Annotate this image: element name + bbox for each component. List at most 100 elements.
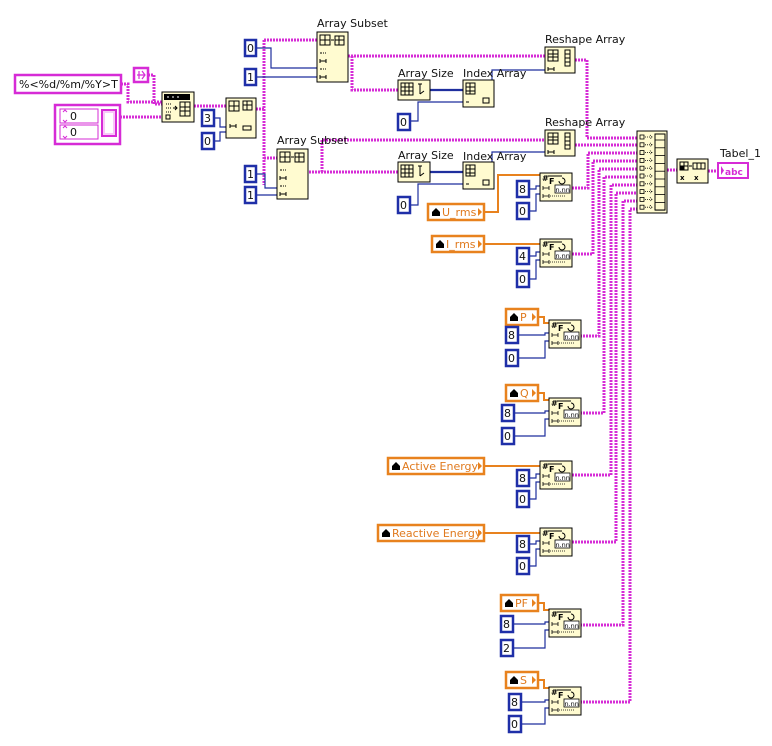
wire-subset2-index[interactable] bbox=[256, 173, 277, 189]
property-ref-active-energy[interactable]: Active Energy bbox=[386, 456, 486, 476]
wire-active-energy[interactable] bbox=[572, 183, 637, 477]
number-to-string-node[interactable]: #Fn.nn bbox=[548, 608, 582, 638]
precision-constant[interactable]: 0 bbox=[515, 489, 531, 509]
svg-text:0: 0 bbox=[504, 430, 511, 443]
precision-constant[interactable]: 2 bbox=[499, 638, 515, 658]
const-index-array-2[interactable]: 0 bbox=[396, 195, 412, 215]
build-array-input-4[interactable] bbox=[639, 157, 645, 163]
const-subset2-index[interactable]: 1 bbox=[243, 164, 258, 184]
wire-reactive-energy[interactable] bbox=[572, 191, 637, 544]
wire-subset1-index[interactable] bbox=[256, 47, 317, 69]
number-to-string-node[interactable]: #Fn.nn bbox=[539, 238, 573, 268]
index-array-main-node[interactable] bbox=[225, 97, 257, 139]
const-subset1-index[interactable]: 0 bbox=[243, 38, 258, 58]
width-constant[interactable]: 8 bbox=[500, 403, 516, 423]
format-string-constant[interactable]: %<%d/%m/%Y>T bbox=[13, 73, 123, 95]
const-subset1-length[interactable]: 1 bbox=[243, 67, 258, 87]
svg-text:8: 8 bbox=[511, 696, 518, 709]
number-to-string-node[interactable]: #Fn.nn bbox=[548, 686, 582, 716]
precision-constant[interactable]: 0 bbox=[507, 714, 523, 734]
property-ref-reactive-energy[interactable]: Reactive Energy bbox=[376, 523, 486, 543]
const-0-main[interactable]: 0 bbox=[200, 131, 216, 151]
number-to-string-node[interactable]: #Fn.nn bbox=[548, 319, 582, 349]
wire-s[interactable] bbox=[580, 207, 637, 704]
wire-urms-ref[interactable] bbox=[484, 174, 540, 213]
transpose-array-node[interactable]: x x bbox=[676, 158, 709, 184]
wire-q-ref[interactable] bbox=[538, 392, 549, 401]
wire-timestamp[interactable] bbox=[148, 73, 162, 106]
svg-text:F: F bbox=[558, 324, 563, 333]
precision-constant[interactable]: 0 bbox=[515, 556, 531, 576]
timestamp-icon[interactable] bbox=[132, 66, 150, 84]
wire-p-ref[interactable] bbox=[538, 316, 549, 324]
number-to-string-node[interactable]: #Fn.nn bbox=[548, 397, 582, 427]
width-constant[interactable]: 4 bbox=[515, 246, 531, 266]
property-ref-u-rms[interactable]: U_rms bbox=[426, 202, 486, 222]
number-to-string-node[interactable]: #Fn.nn bbox=[539, 460, 573, 490]
svg-text:x: x bbox=[694, 174, 699, 182]
index-array-1-node[interactable] bbox=[462, 79, 495, 108]
wire-reshape1-build[interactable] bbox=[575, 58, 637, 140]
build-array-node[interactable] bbox=[636, 130, 668, 214]
number-to-string-node[interactable]: #Fn.nn bbox=[539, 527, 573, 557]
wire-p[interactable] bbox=[580, 167, 637, 338]
property-ref-p[interactable]: P bbox=[504, 307, 540, 327]
wire-idx1-const[interactable] bbox=[410, 101, 463, 122]
const-subset2-length[interactable]: 1 bbox=[243, 185, 258, 205]
precision-constant[interactable]: 0 bbox=[515, 201, 531, 221]
width-constant[interactable]: 8 bbox=[507, 692, 523, 712]
wire-const-0-main[interactable] bbox=[214, 131, 228, 142]
build-array-input-8[interactable] bbox=[639, 189, 645, 195]
property-ref-i-rms[interactable]: I_rms bbox=[430, 234, 486, 254]
build-array-input-5[interactable] bbox=[639, 165, 645, 171]
build-array-input-1[interactable] bbox=[639, 134, 645, 140]
wire-irms[interactable] bbox=[572, 159, 637, 256]
property-ref-label: P bbox=[520, 311, 527, 324]
array-size-1-label: Array Size bbox=[398, 67, 454, 80]
precision-constant[interactable]: 0 bbox=[500, 426, 516, 446]
svg-text:#: # bbox=[551, 321, 558, 330]
property-ref-q[interactable]: Q bbox=[504, 383, 540, 403]
wire-format-string[interactable] bbox=[121, 82, 162, 104]
wire-pf[interactable] bbox=[580, 199, 637, 627]
build-array-input-9[interactable] bbox=[639, 196, 645, 202]
array-size-2-node[interactable] bbox=[397, 161, 431, 183]
const-index-array-1[interactable]: 0 bbox=[396, 112, 412, 132]
tabel-1-indicator[interactable]: abc bbox=[717, 162, 749, 179]
svg-text:0: 0 bbox=[400, 116, 407, 129]
precision-constant[interactable]: 0 bbox=[504, 348, 520, 368]
const-3[interactable]: 3 bbox=[200, 108, 216, 128]
property-ref-pf[interactable]: PF bbox=[499, 593, 540, 613]
index-array-2-node[interactable] bbox=[462, 161, 495, 190]
wire-idx2-const[interactable] bbox=[410, 183, 463, 206]
build-array-input-10[interactable] bbox=[639, 204, 645, 210]
wire-urms[interactable] bbox=[572, 151, 637, 190]
precision-constant[interactable]: 0 bbox=[515, 269, 531, 289]
width-constant[interactable]: 8 bbox=[499, 614, 515, 634]
build-array-input-6[interactable] bbox=[639, 173, 645, 179]
cluster-constant[interactable]: 0 0 bbox=[53, 103, 122, 146]
build-array-input-2[interactable] bbox=[639, 142, 645, 148]
reshape-array-2-node[interactable] bbox=[544, 129, 576, 157]
build-array-input-7[interactable] bbox=[639, 181, 645, 187]
array-subset-2-node[interactable] bbox=[276, 148, 309, 200]
wire-const-3[interactable] bbox=[214, 117, 228, 128]
property-ref-s[interactable]: S bbox=[504, 670, 540, 690]
width-constant[interactable]: 8 bbox=[515, 179, 531, 199]
number-to-string-node[interactable]: #Fn.nn bbox=[539, 172, 573, 202]
wire-s-ref[interactable] bbox=[538, 679, 549, 689]
build-array-input-3[interactable] bbox=[639, 150, 645, 156]
wire-subset2-reshape2[interactable] bbox=[320, 138, 545, 172]
width-constant[interactable]: 8 bbox=[504, 325, 520, 345]
wire-subset1-size1[interactable] bbox=[350, 56, 398, 92]
array-size-1-node[interactable] bbox=[397, 79, 431, 101]
wire-q[interactable] bbox=[580, 175, 637, 415]
format-date-time-node[interactable] bbox=[161, 91, 195, 123]
array-subset-1-node[interactable] bbox=[316, 31, 349, 83]
wire-pf-ref[interactable] bbox=[538, 602, 549, 611]
reshape-array-1-node[interactable] bbox=[544, 46, 576, 74]
width-constant[interactable]: 8 bbox=[515, 534, 531, 554]
home-icon bbox=[510, 313, 518, 321]
svg-text:n.nn: n.nn bbox=[565, 411, 579, 419]
width-constant[interactable]: 8 bbox=[515, 468, 531, 488]
